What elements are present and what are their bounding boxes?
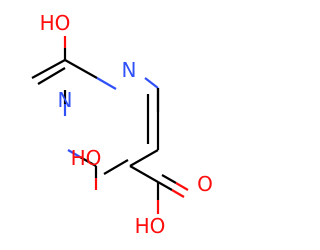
bond-group: [31, 36, 189, 214]
bond-c6-n1-carbon-half: [79, 156, 97, 167]
bond-c5-c6: [129, 149, 159, 167]
bond-carboxyl-o-double-carbon-half-b: [161, 174, 177, 184]
bond-carboxyl-o-double-oxygen-half-b: [175, 182, 189, 191]
bond-n3-c4-nitrogen-half: [144, 77, 159, 89]
bond-c2-n3-nitrogen-half: [96, 77, 117, 90]
bond-c6-n1-nitrogen-half: [67, 149, 81, 158]
carbonyl-oxygen-label: O: [197, 172, 213, 196]
top-hydroxyl-label: HO: [40, 11, 71, 35]
ring-nitrogen-upper-label: N: [122, 58, 137, 82]
bond-carboxyl-o-double-carbon-half-a: [157, 181, 173, 191]
bond-c2-n3-carbon-half: [64, 59, 98, 79]
bond-carboxyl-o-double-oxygen-half-a: [171, 189, 185, 198]
bond-c5-carboxyl: [129, 165, 159, 183]
ring-nitrogen-lower-label: N: [58, 88, 73, 112]
acid-hydroxyl-label: HO: [135, 214, 166, 238]
bond-c2-n1-outer-carbon-half: [31, 59, 66, 79]
lower-hydroxyl-label: HO: [71, 146, 102, 170]
bond-c5-c6-double: [103, 159, 129, 175]
bond-c2-n1-inner-carbon-half: [37, 67, 66, 85]
molecule-diagram: HO N N HO O HO: [31, 11, 213, 238]
